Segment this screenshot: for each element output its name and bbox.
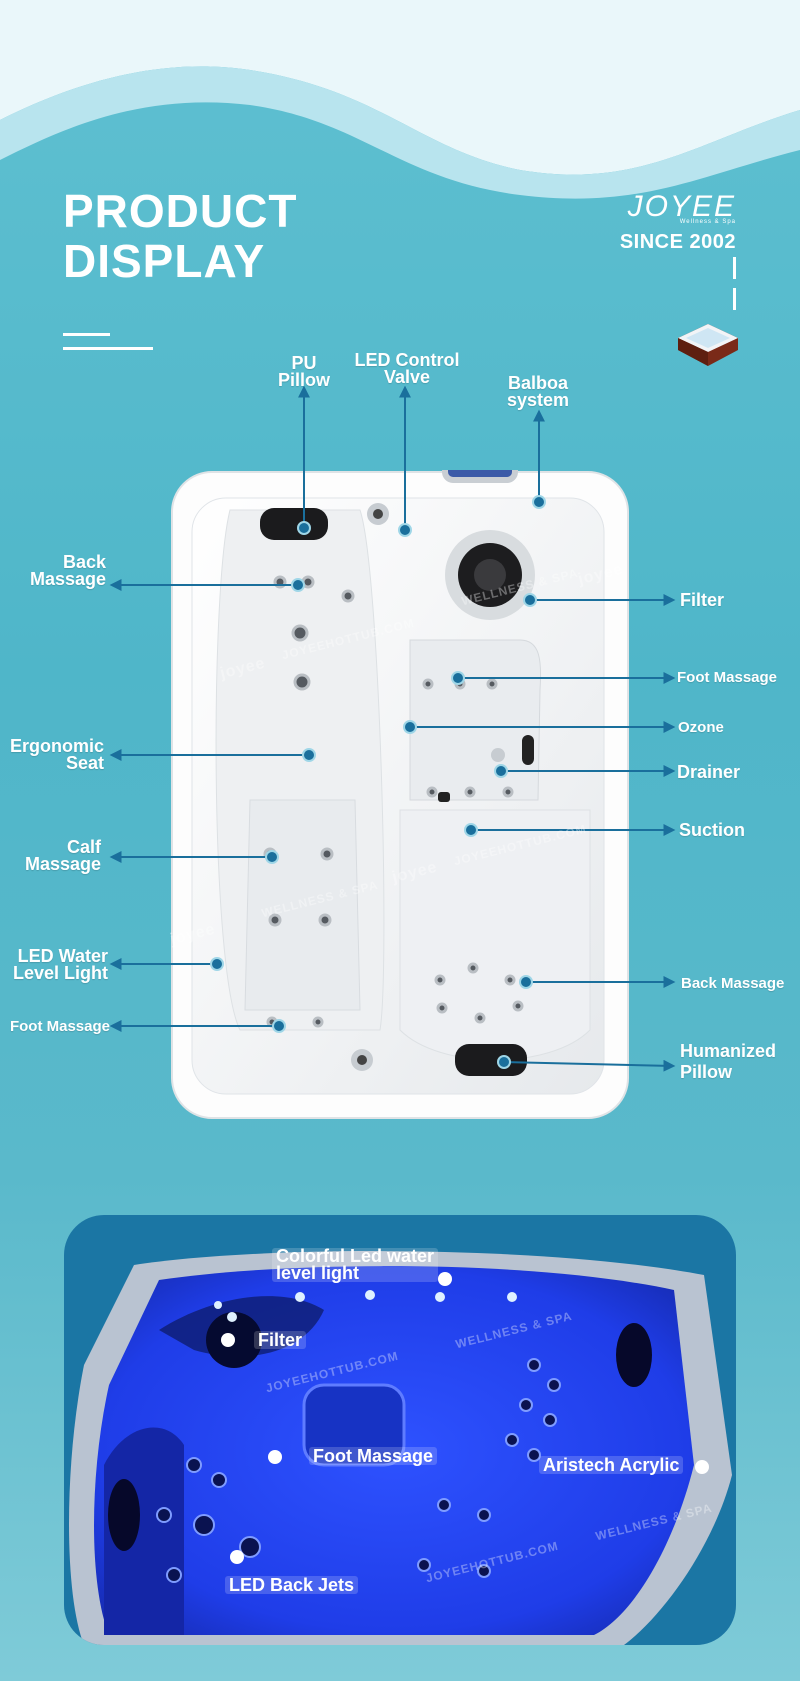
label-filter: Filter bbox=[680, 590, 725, 610]
label-pu-pillow-line-2: Pillow bbox=[277, 370, 330, 390]
label-balboa-line-2: system bbox=[506, 390, 570, 410]
tag-colorful-led: Colorful Led water level light bbox=[272, 1246, 439, 1283]
label-led-water-line-1: LED Water bbox=[17, 946, 108, 966]
label-balboa-system: Balboa system bbox=[500, 373, 576, 410]
label-calf-line-1: Calf bbox=[66, 837, 101, 857]
label-foot-massage-left: Foot Massage bbox=[9, 1018, 110, 1035]
page-title-line-2: DISPLAY bbox=[63, 235, 266, 287]
tag-colorful-led-line-1: Colorful Led water bbox=[276, 1246, 435, 1266]
label-pu-pillow: PU Pillow bbox=[270, 353, 338, 390]
label-suction: Suction bbox=[679, 820, 745, 840]
callout-lines bbox=[109, 385, 676, 1072]
title-underline-short bbox=[63, 333, 110, 336]
label-led-valve-line-1: LED Control bbox=[354, 350, 460, 370]
label-drainer: Drainer bbox=[677, 762, 741, 782]
label-humanized-line-2: Pillow bbox=[680, 1062, 733, 1082]
brand-tagline: Wellness & Spa bbox=[679, 219, 736, 225]
mini-hot-tub-icon bbox=[678, 324, 738, 366]
label-led-control-valve: LED Control Valve bbox=[350, 350, 464, 387]
tag-led-back-jets: LED Back Jets bbox=[225, 1576, 359, 1594]
hot-tub-top-view bbox=[171, 470, 629, 1119]
lit-hot-tub-photo bbox=[69, 1251, 732, 1645]
label-ozone: Ozone bbox=[678, 719, 724, 736]
brand-since: SINCE 2002 bbox=[619, 231, 736, 253]
label-led-valve-line-2: Valve bbox=[383, 367, 431, 387]
brand-block: JOYEE Wellness & Spa SINCE 2002 bbox=[619, 190, 736, 254]
lit-tub-panel: Colorful Led water level light Filter Fo… bbox=[64, 1215, 736, 1645]
label-humanized-line-1: Humanized bbox=[680, 1041, 777, 1061]
label-ergonomic-seat: Ergonomic Seat bbox=[0, 736, 104, 773]
label-calf-massage: Calf Massage bbox=[10, 837, 101, 874]
label-humanized-pillow: Humanized Pillow bbox=[680, 1041, 776, 1083]
label-back-massage-left: Back Massage bbox=[20, 552, 106, 589]
tag-foot-massage: Foot Massage bbox=[309, 1447, 438, 1465]
label-back-massage-left-line-1: Back bbox=[62, 552, 106, 572]
label-led-water-level-light: LED Water Level Light bbox=[2, 946, 108, 983]
label-back-massage-right: Back Massage bbox=[681, 975, 785, 992]
label-calf-line-2: Massage bbox=[24, 854, 101, 874]
label-led-water-line-2: Level Light bbox=[12, 963, 108, 983]
label-back-massage-left-line-2: Massage bbox=[29, 569, 106, 589]
brand-dash-1 bbox=[733, 257, 736, 279]
page-title: PRODUCT DISPLAY bbox=[63, 186, 297, 286]
label-ergonomic-line-2: Seat bbox=[65, 753, 104, 773]
label-foot-massage-right: Foot Massage bbox=[677, 669, 778, 686]
brand-logo: JOYEE bbox=[627, 190, 736, 223]
tag-colorful-led-line-2: level light bbox=[276, 1263, 360, 1283]
tag-filter: Filter bbox=[254, 1331, 307, 1349]
tag-aristech-acrylic: Aristech Acrylic bbox=[539, 1456, 684, 1474]
label-balboa-line-1: Balboa bbox=[507, 373, 568, 393]
top-wave-decoration bbox=[0, 0, 800, 199]
title-underline-long bbox=[63, 347, 153, 350]
brand-dash-2 bbox=[733, 288, 736, 310]
page-title-line-1: PRODUCT bbox=[63, 185, 298, 237]
label-ergonomic-line-1: Ergonomic bbox=[9, 736, 104, 756]
label-pu-pillow-line-1: PU bbox=[291, 353, 317, 373]
